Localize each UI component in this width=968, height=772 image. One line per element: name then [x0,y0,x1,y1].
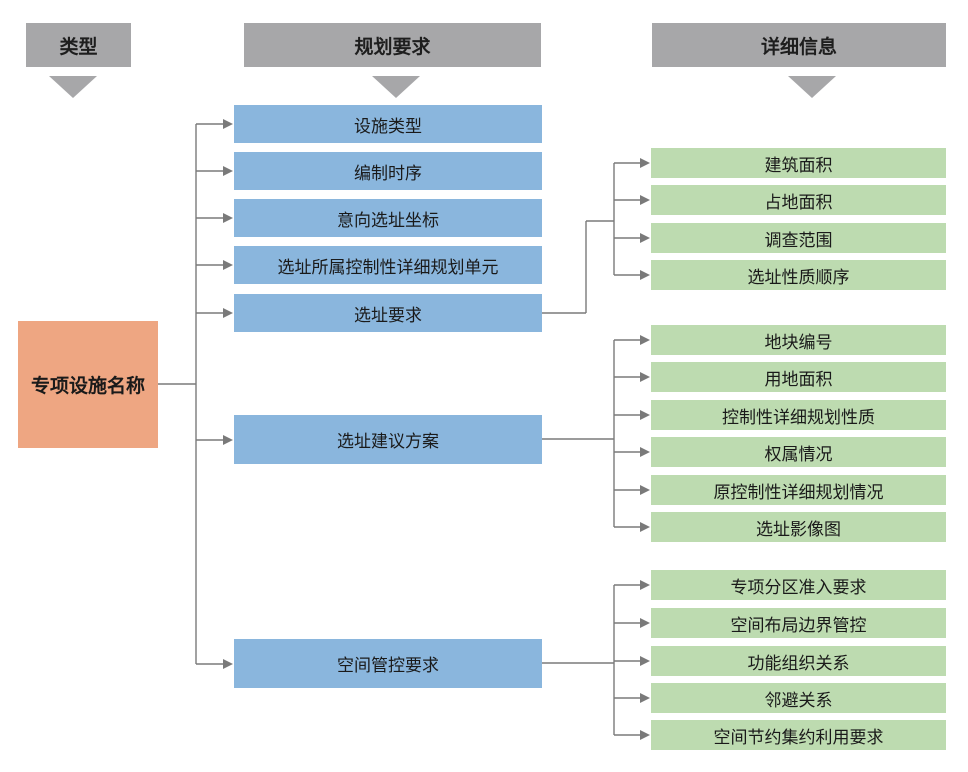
requirement-planning-unit: 选址所属控制性详细规划单元 [234,246,542,284]
arrow-head-icon [640,580,650,590]
arrow-head-icon [223,260,233,270]
requirement-facility-type: 设施类型 [234,105,542,143]
header-requirements: 规划要求 [244,23,541,67]
requirement-site-coordinates: 意向选址坐标 [234,199,542,237]
arrow-head-icon [640,372,650,382]
arrow-head-icon [640,233,650,243]
down-arrow-icon [49,76,97,98]
arrow-head-icon [223,166,233,176]
arrow-head-icon [640,730,650,740]
down-arrow-icon [788,76,836,98]
arrow-head-icon [640,618,650,628]
detail-land-saving: 空间节约集约利用要求 [651,720,946,750]
arrow-head-icon [223,213,233,223]
detail-building-area: 建筑面积 [651,148,946,178]
arrow-head-icon [640,522,650,532]
header-type: 类型 [26,23,131,67]
arrow-head-icon [640,656,650,666]
arrow-head-icon [223,435,233,445]
arrow-head-icon [640,693,650,703]
header-details: 详细信息 [652,23,946,67]
arrow-head-icon [640,158,650,168]
detail-site-nature-order: 选址性质顺序 [651,260,946,290]
requirement-spatial-control: 空间管控要求 [234,639,542,688]
detail-function-organization: 功能组织关系 [651,646,946,676]
detail-layout-boundary-control: 空间布局边界管控 [651,608,946,638]
arrow-head-icon [640,410,650,420]
arrow-head-icon [640,335,650,345]
arrow-head-icon [640,447,650,457]
detail-nimby-relations: 邻避关系 [651,683,946,713]
requirement-schedule: 编制时序 [234,152,542,190]
detail-land-area: 用地面积 [651,362,946,392]
detail-original-regulatory-plan: 原控制性详细规划情况 [651,475,946,505]
arrow-head-icon [640,485,650,495]
arrow-head-icon [640,270,650,280]
detail-zoning-access: 专项分区准入要求 [651,570,946,600]
down-arrow-icon [372,76,420,98]
detail-regulatory-plan-nature: 控制性详细规划性质 [651,400,946,430]
arrow-head-icon [640,195,650,205]
arrow-head-icon [223,119,233,129]
detail-parcel-number: 地块编号 [651,325,946,355]
root-node: 专项设施名称 [18,321,158,448]
detail-ownership: 权属情况 [651,437,946,467]
arrow-head-icon [223,659,233,669]
detail-land-occupation-area: 占地面积 [651,185,946,215]
detail-survey-range: 调查范围 [651,223,946,253]
requirement-site-requirements: 选址要求 [234,294,542,332]
arrow-head-icon [223,308,233,318]
detail-site-imagery: 选址影像图 [651,512,946,542]
requirement-site-proposal: 选址建议方案 [234,415,542,464]
